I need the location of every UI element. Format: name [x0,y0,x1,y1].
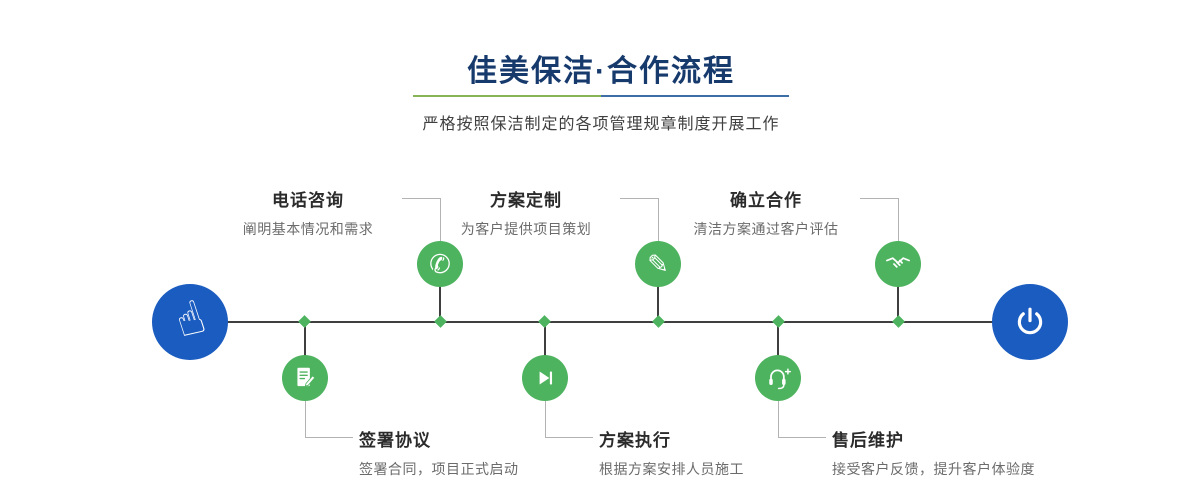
step-node-aftersales [755,355,801,401]
pencil-icon: ✎ [647,249,669,279]
connector-line [545,401,546,438]
step-node-phone: ✆ [417,241,463,287]
power-icon [1017,307,1043,335]
step-desc: 阐明基本情况和需求 [242,221,374,237]
step-title: 签署协议 [359,431,431,450]
step-desc: 为客户提供项目策划 [460,221,592,237]
connector-line [440,198,441,242]
timeline-stem [897,264,899,322]
step-title: 电话咨询 [272,191,344,210]
timeline-stem [544,322,546,380]
connector-line [402,198,440,199]
step-node-sign [282,355,328,401]
timeline-stem [304,322,306,380]
timeline-marker-diamond [434,315,447,328]
timeline-marker-diamond [892,315,905,328]
connector-line [658,198,659,242]
step-node-execute [522,355,568,401]
contract-icon [297,367,316,387]
connector-line [620,198,658,199]
timeline-marker-diamond [652,315,665,328]
timeline-marker-diamond [772,315,785,328]
connector-line [545,437,593,438]
step-desc: 接受客户反馈，提升客户体验度 [832,461,1035,477]
connector-line [898,198,899,242]
phone-icon: ✆ [429,249,451,279]
step-establish-cooperation: 确立合作 清洁方案通过客户评估 [676,186,856,239]
step-node-cooperation [875,241,921,287]
timeline-start-node: ☝ [152,284,228,360]
timeline-marker-diamond [538,315,551,328]
connector-line [860,198,898,199]
page-subtitle: 严格按照保洁制定的各项管理规章制度开展工作 [422,116,780,133]
timeline-marker-diamond [298,315,311,328]
pointing-hand-icon: ☝ [168,289,212,349]
step-desc: 根据方案安排人员施工 [599,461,744,477]
connector-line [305,401,306,438]
step-plan-execution: 方案执行 根据方案安排人员施工 [599,426,744,479]
step-node-design: ✎ [635,241,681,287]
connector-line [778,401,779,438]
connector-line [305,437,353,438]
step-desc: 清洁方案通过客户评估 [693,221,839,237]
play-icon [539,371,553,385]
timeline-stem [439,264,441,322]
step-sign-agreement: 签署协议 签署合同，项目正式启动 [359,426,519,479]
title-divider [413,95,789,97]
page-title: 佳美保洁·合作流程 [467,55,735,88]
step-title: 售后维护 [832,431,904,450]
timeline-stem [777,322,779,380]
step-title: 确立合作 [730,191,802,210]
step-phone-consult: 电话咨询 阐明基本情况和需求 [218,186,398,239]
timeline-stem [657,264,659,322]
step-after-sales: 售后维护 接受客户反馈，提升客户体验度 [832,426,1035,479]
step-plan-customize: 方案定制 为客户提供项目策划 [436,186,616,239]
headset-icon [769,368,791,390]
step-title: 方案执行 [599,431,671,450]
step-title: 方案定制 [490,191,562,210]
timeline-line [190,321,1030,323]
step-desc: 签署合同，项目正式启动 [359,461,519,477]
handshake-icon [886,257,910,268]
connector-line [778,437,826,438]
timeline-end-node [992,284,1068,360]
